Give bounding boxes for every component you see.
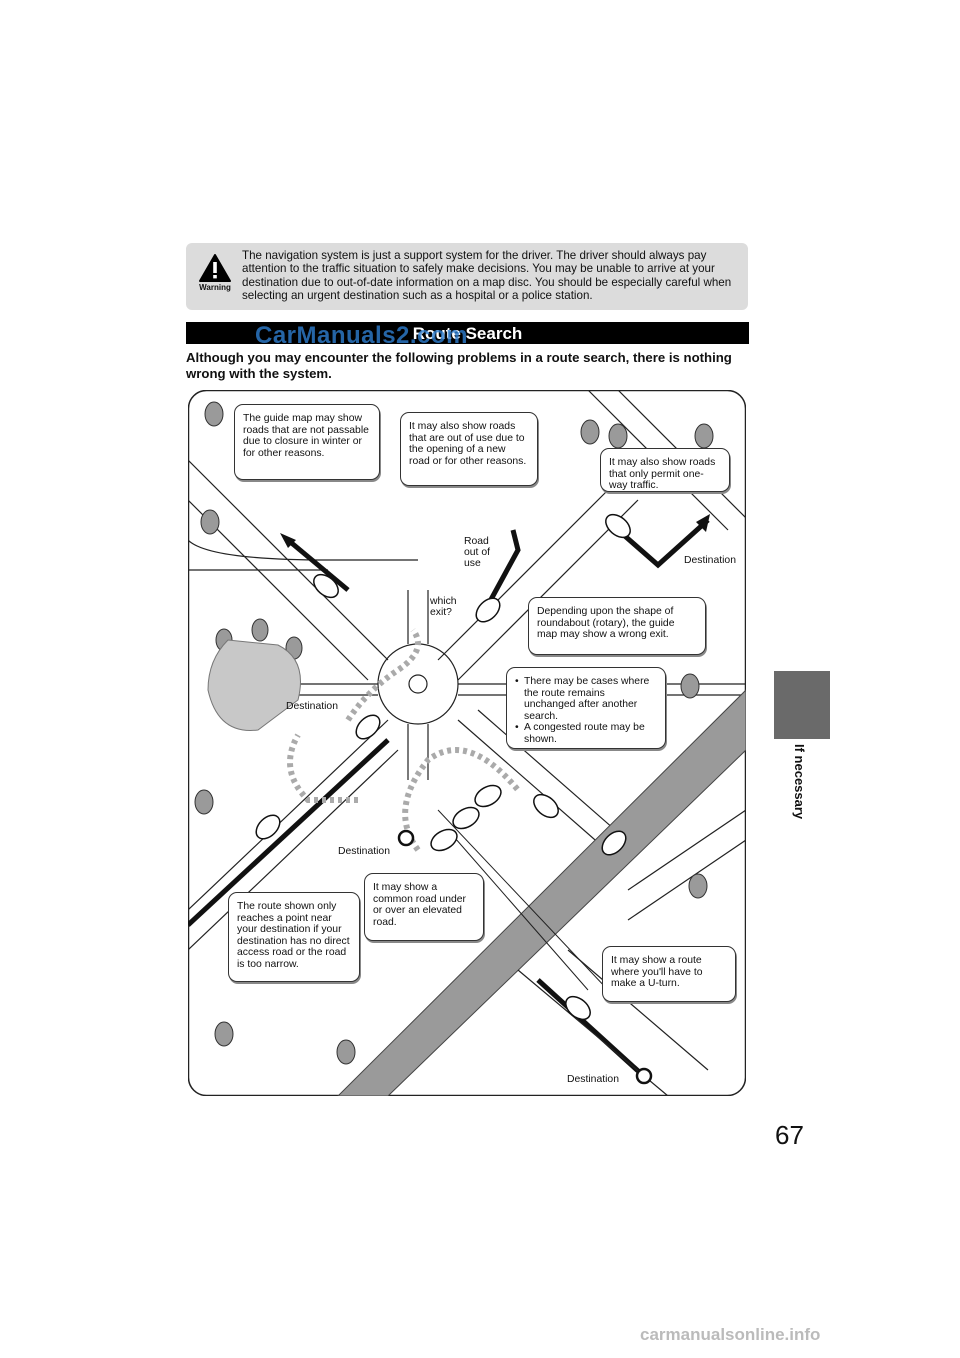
callout-one-way: It may also show roads that only permit … [600,448,730,492]
footer-url: carmanualsonline.info [640,1325,821,1344]
callout-case-item: There may be cases where the route remai… [515,676,657,722]
label-destination: Destination [338,846,390,857]
callout-cases: There may be cases where the route remai… [506,667,666,749]
warning-text: The navigation system is just a support … [242,249,732,303]
watermark-text: CarManuals2.com [255,322,468,349]
warning-icon: Warning [196,253,234,299]
section-title-bar: Route Search [186,322,749,344]
page-number: 67 [775,1120,804,1150]
intro-text: Although you may encounter the following… [186,350,732,381]
label-which-exit: which exit? [430,596,457,618]
callout-near-point: The route shown only reaches a point nea… [228,892,360,982]
section-title: Route Search [412,324,523,343]
callout-new-road: It may also show roads that are out of u… [400,412,538,486]
label-destination: Destination [684,555,736,566]
label-destination: Destination [567,1074,619,1085]
callout-roundabout: Depending upon the shape of roundabout (… [528,597,706,655]
callout-closure: The guide map may show roads that are no… [234,404,380,480]
callout-elevated: It may show a common road under or over … [364,873,484,941]
callout-u-turn: It may show a route where you'll have to… [602,946,736,1002]
label-road-out: Road out of use [464,536,490,569]
warning-box: Warning The navigation system is just a … [186,243,748,310]
side-tab-label: If necessary [792,744,807,820]
route-search-map: The guide map may show roads that are no… [186,389,747,1097]
warning-label: Warning [199,283,231,292]
label-destination: Destination [286,701,338,712]
side-tab [774,671,830,739]
callout-case-item: A congested route may be shown. [515,722,657,745]
